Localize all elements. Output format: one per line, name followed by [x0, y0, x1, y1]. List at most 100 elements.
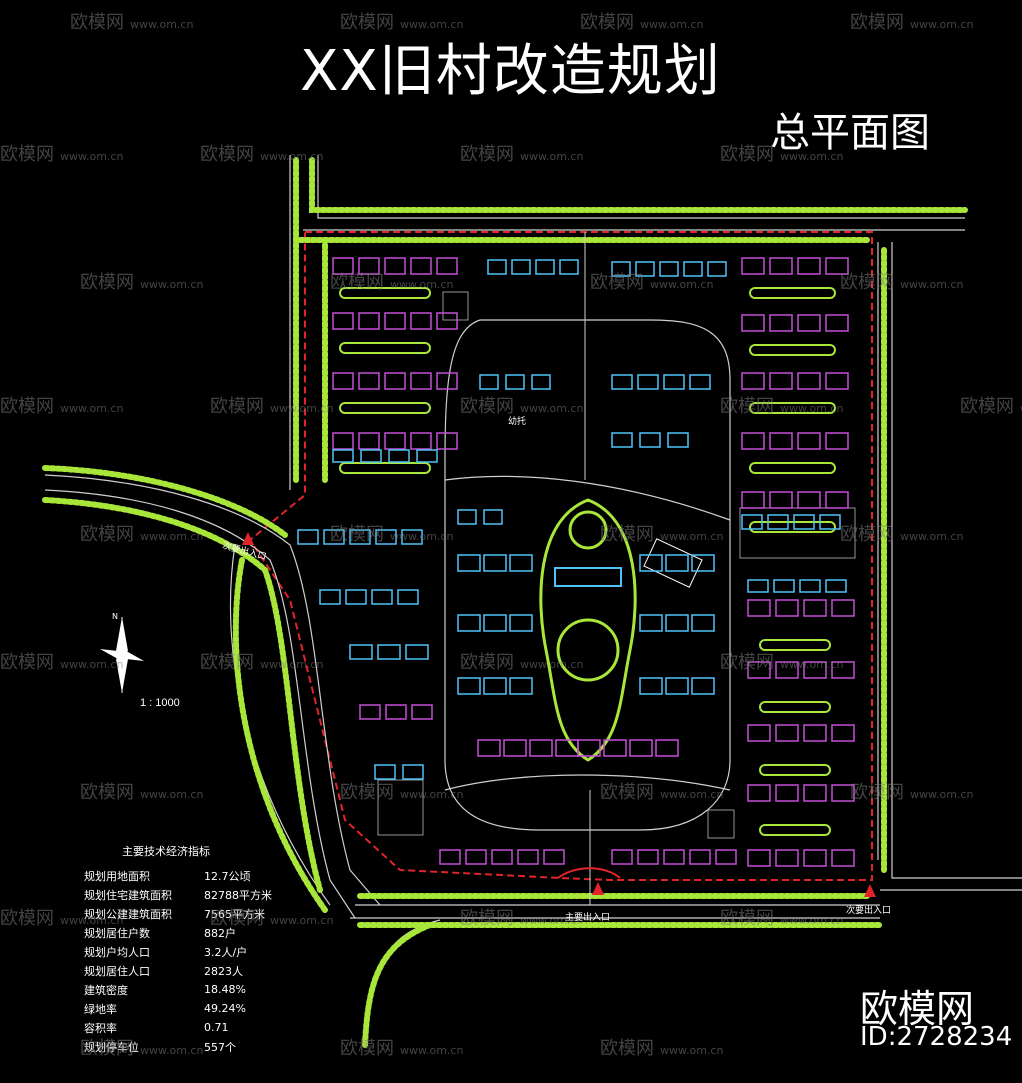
indicator-row: 容积率 0.71	[84, 1018, 324, 1037]
building	[531, 374, 551, 390]
building	[374, 764, 396, 780]
building	[611, 261, 631, 277]
building	[831, 661, 855, 679]
building	[741, 372, 765, 390]
building	[663, 849, 685, 865]
indicator-value: 0.71	[204, 1021, 229, 1034]
building	[667, 432, 689, 448]
indicator-label: 容积率	[84, 1021, 117, 1035]
indicator-value: 3.2人/户	[204, 945, 248, 959]
building	[457, 614, 481, 632]
building	[635, 261, 655, 277]
indicator-label: 规划居住户数	[84, 926, 150, 940]
building	[332, 372, 354, 390]
main-entrance-label: 主要出入口	[565, 911, 610, 922]
building	[775, 784, 799, 802]
building	[359, 704, 381, 720]
indicator-label: 规划户均人口	[84, 945, 150, 959]
building	[769, 257, 793, 275]
building	[503, 739, 527, 757]
building	[691, 677, 715, 695]
building	[371, 589, 393, 605]
north-label: N	[112, 612, 118, 621]
plan-title: XX旧村改造规划	[300, 39, 721, 104]
building	[505, 374, 525, 390]
building	[297, 529, 319, 545]
building	[358, 432, 380, 450]
building	[797, 432, 821, 450]
building	[689, 849, 711, 865]
building	[797, 491, 821, 509]
indicator-row: 规划户均人口 3.2人/户	[84, 942, 324, 961]
building	[332, 312, 354, 330]
building	[323, 529, 345, 545]
building	[665, 677, 689, 695]
building	[741, 514, 763, 530]
building	[397, 589, 419, 605]
building	[457, 509, 477, 525]
building	[825, 579, 847, 593]
building	[715, 849, 737, 865]
building	[358, 312, 380, 330]
building	[639, 614, 663, 632]
building	[639, 554, 663, 572]
building	[637, 849, 659, 865]
building	[611, 849, 633, 865]
scale-label: 1 : 1000	[140, 697, 180, 709]
central-park	[539, 498, 637, 762]
secondary-entrance-label: 次要出入口	[846, 904, 891, 915]
building	[479, 374, 499, 390]
indicator-label: 规划公建建筑面积	[84, 907, 172, 921]
building	[332, 257, 354, 275]
building	[385, 704, 407, 720]
building	[377, 644, 401, 660]
building	[773, 579, 795, 593]
building	[358, 372, 380, 390]
building	[629, 739, 653, 757]
building	[825, 314, 849, 332]
building	[465, 849, 487, 865]
building	[319, 589, 341, 605]
building	[384, 432, 406, 450]
building	[375, 529, 397, 545]
building	[332, 432, 354, 450]
building	[639, 677, 663, 695]
brand-id: ID:2728234	[860, 1022, 1013, 1052]
garden-strip	[339, 402, 431, 414]
indicator-value: 49.24%	[204, 1002, 246, 1015]
indicator-value: 82788平方米	[204, 888, 272, 902]
building	[358, 257, 380, 275]
garden-strip	[339, 462, 431, 474]
building	[477, 739, 501, 757]
building	[487, 259, 507, 275]
building	[825, 491, 849, 509]
building	[509, 677, 533, 695]
building	[747, 579, 769, 593]
indicator-label: 建筑密度	[84, 983, 128, 997]
plan-subtitle: 总平面图	[770, 110, 930, 156]
north-arrow-icon: N	[100, 612, 144, 693]
building	[491, 849, 513, 865]
building	[747, 849, 771, 867]
building	[691, 554, 715, 572]
building	[803, 661, 827, 679]
building	[769, 314, 793, 332]
building	[831, 724, 855, 742]
building	[741, 491, 765, 509]
building	[535, 259, 555, 275]
garden-strip	[339, 342, 431, 354]
building	[410, 372, 432, 390]
tennis-court	[643, 538, 703, 588]
indicator-label: 绿地率	[84, 1002, 117, 1016]
indicator-table-title: 主要技术经济指标	[122, 845, 210, 858]
building	[747, 784, 771, 802]
building	[831, 849, 855, 867]
building	[825, 257, 849, 275]
